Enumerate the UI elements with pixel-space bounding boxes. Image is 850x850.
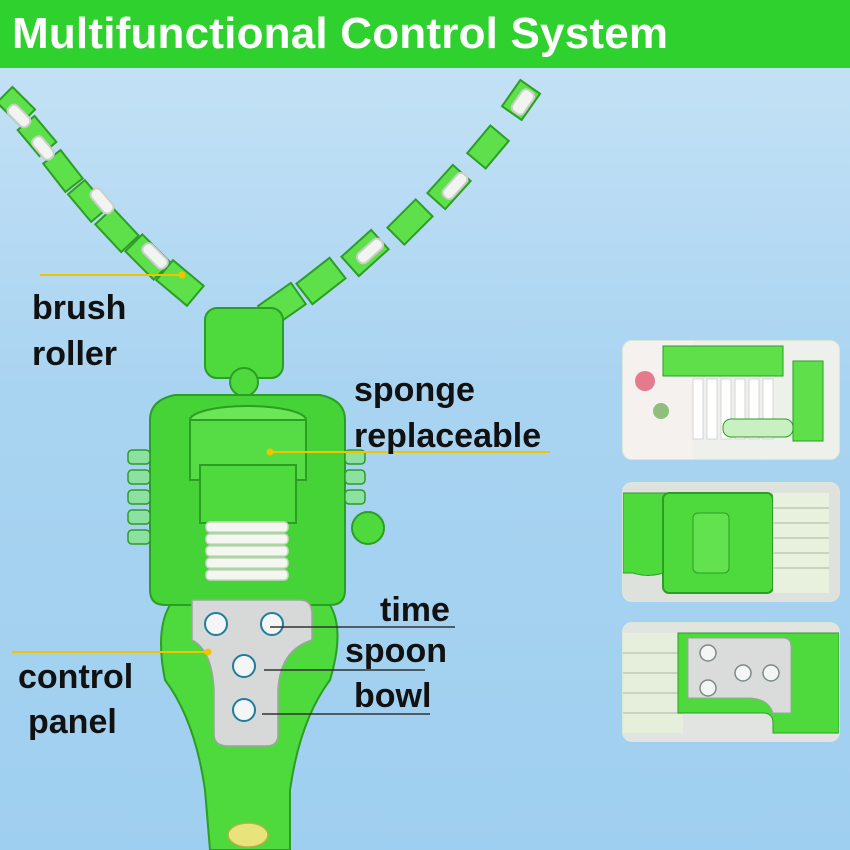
page-title: Multifunctional Control System <box>12 9 669 58</box>
title-banner: Multifunctional Control System <box>0 0 850 68</box>
scrubber-device-illustration <box>0 78 542 850</box>
bowl-button-label: bowl <box>354 677 432 715</box>
detail-photo-control-panel <box>622 622 840 742</box>
time-button-label: time <box>380 591 450 629</box>
brush-roller-label-line2: roller <box>32 335 118 373</box>
detail-photo-brush-rollers <box>622 340 840 460</box>
sponge-label-line1: sponge <box>354 371 475 409</box>
control-panel-label-line2: panel <box>28 703 117 741</box>
control-panel-label-line1: control <box>18 658 134 696</box>
brush-roller-label-line1: brush <box>32 289 127 327</box>
sponge-label-line2: replaceable <box>354 417 542 455</box>
spoon-button-label: spoon <box>345 632 447 670</box>
detail-photo-sponge-head <box>622 482 840 602</box>
left-brush-arm <box>0 85 206 308</box>
